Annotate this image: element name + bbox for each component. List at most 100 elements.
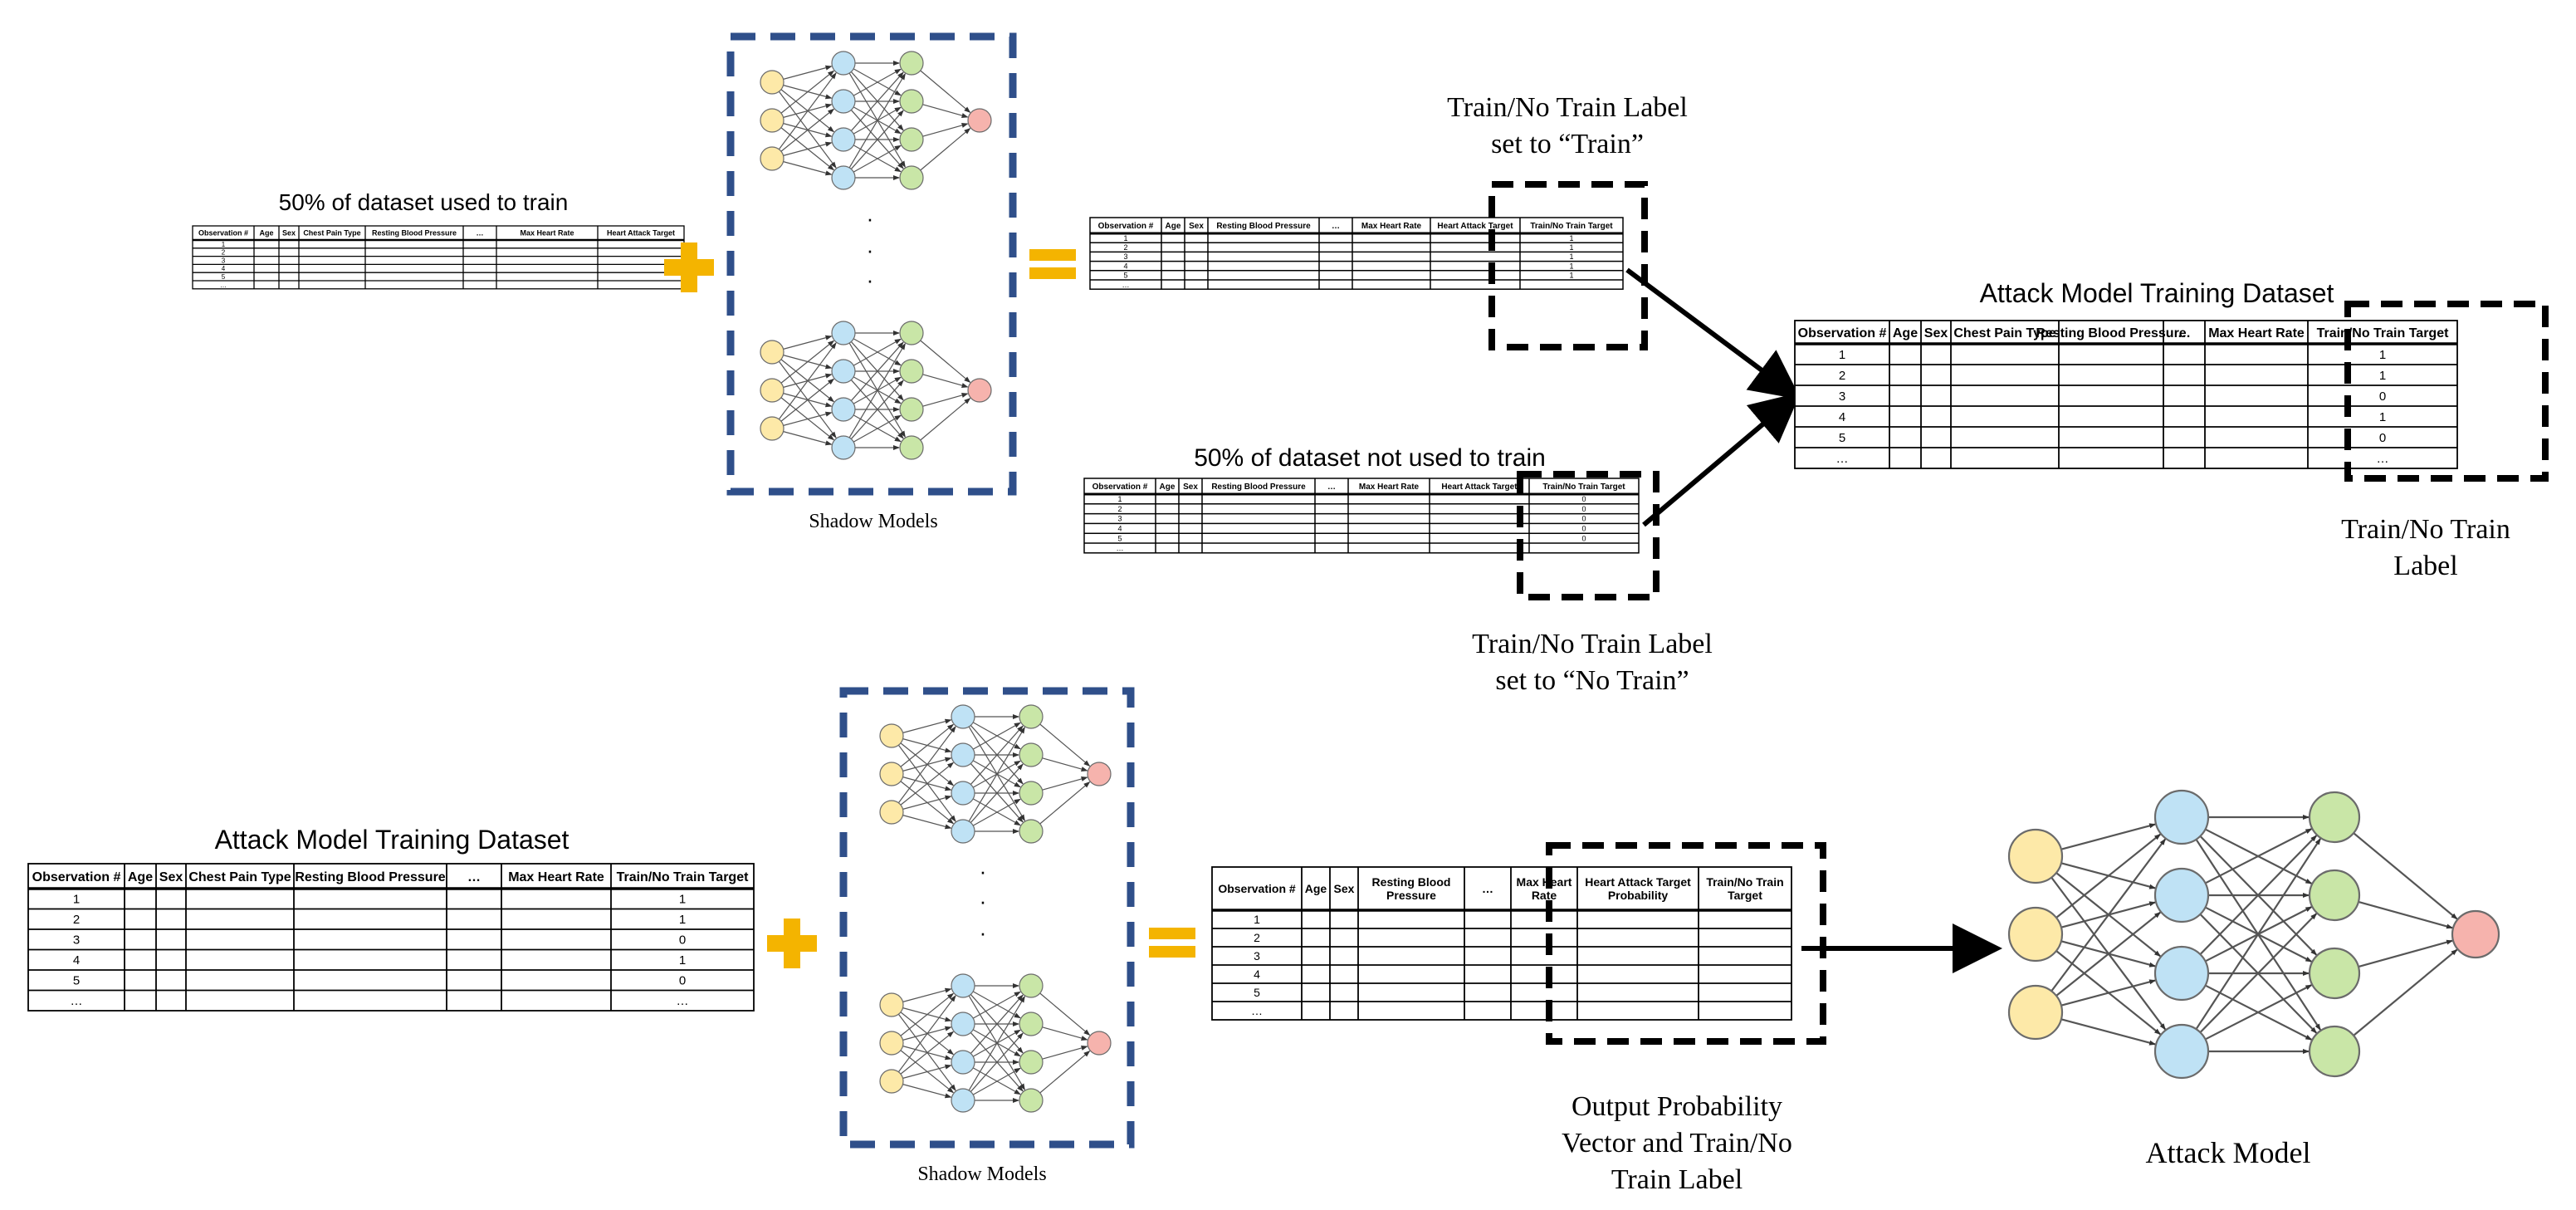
nn-connection (780, 108, 835, 152)
nn-connection (2055, 833, 2162, 919)
input-node (879, 762, 904, 786)
plus-bar-vertical (784, 919, 800, 968)
nn-connection (970, 725, 1024, 785)
output-node (967, 108, 992, 133)
notrain-split-caption: 50% of dataset not used to train (1194, 444, 1546, 472)
hidden-node (2308, 1025, 2361, 1078)
ellipsis-dot: · (867, 267, 874, 292)
shadow-models-box-top (726, 32, 1017, 496)
table-cell: 1 (679, 893, 686, 907)
table-header-cell: Heart Attack Target (1441, 483, 1518, 492)
nn-connection (1039, 1051, 1091, 1094)
hidden-node (831, 51, 856, 76)
table-header-cell: Sex (1334, 882, 1355, 895)
nn-connection (902, 718, 952, 733)
hidden-node (1019, 1050, 1044, 1075)
nn-connection (897, 995, 956, 1073)
nn-connection (900, 723, 955, 767)
hidden-node (899, 165, 924, 190)
hidden-node (899, 321, 924, 345)
input-node (760, 70, 785, 95)
plus-icon (767, 919, 817, 968)
equals-bar-top (1149, 928, 1195, 939)
table-cell: 0 (1581, 515, 1586, 523)
nn-connection (2204, 984, 2313, 1041)
table-cell: 5 (1839, 431, 1845, 445)
table-header-cell: Heart Attack Target (1437, 222, 1513, 231)
hidden-node (831, 165, 856, 190)
table-cell: 1 (1569, 252, 1573, 261)
table-cell: 1 (1569, 272, 1573, 280)
nn-connection (780, 70, 835, 114)
table-header-cell: … (1482, 882, 1493, 895)
shadow-models-label-bottom: Shadow Models (917, 1163, 1046, 1185)
table-header-cell: Observation # (1798, 326, 1887, 340)
input-node (2007, 984, 2064, 1041)
nn-connection (922, 123, 969, 137)
table-header-cell: Sex (159, 870, 183, 884)
table-cell: 1 (1569, 234, 1573, 242)
table-header-cell: Chest Pain Type (303, 229, 360, 238)
table-cell: 2 (1254, 931, 1260, 944)
table-cell: 2 (1839, 369, 1845, 383)
hidden-node (951, 1088, 975, 1113)
table-cell: 1 (73, 893, 80, 907)
table-header-cell: … (2178, 326, 2191, 340)
attack-label-highlight (2344, 301, 2549, 482)
table-header-cell: Observation # (32, 870, 121, 884)
hidden-node (951, 973, 975, 998)
nn-connection (2358, 939, 2454, 968)
table-header-cell: Observation # (1098, 222, 1154, 231)
hidden-node (1019, 704, 1044, 729)
nn-connection (850, 71, 904, 131)
output-label-highlight (1546, 842, 1826, 1045)
table-header-cell: Age (1893, 326, 1918, 340)
table-header-cell: Max Heart Rate (2208, 326, 2305, 340)
table-cell: 4 (1254, 968, 1260, 981)
hidden-node (951, 819, 975, 844)
table-header-cell: Age (259, 229, 273, 238)
table-header-cell: Max Heart Rate (508, 870, 604, 884)
shadow-network-bottom-1 (879, 704, 1112, 844)
table-cell: 1 (1569, 262, 1573, 270)
table-header-cell: Max Heart Rate (1359, 483, 1420, 492)
table-cell: 0 (1581, 495, 1586, 503)
nn-connection (783, 411, 833, 426)
nn-connection (970, 1032, 1024, 1092)
table-cell: 2 (222, 249, 226, 257)
nn-connection (972, 991, 1021, 1019)
hidden-node (951, 742, 975, 767)
input-node (2007, 906, 2064, 963)
nn-connection (2204, 828, 2313, 884)
nn-connection (2199, 835, 2318, 955)
plus-bar-vertical (681, 242, 697, 292)
table-header-cell: Sex (1183, 483, 1198, 492)
hidden-node (951, 1012, 975, 1036)
table-cell: … (2377, 452, 2389, 466)
table-cell: 0 (2379, 389, 2386, 404)
table-header-cell: … (467, 870, 481, 884)
table-header-cell: Rate (1532, 889, 1557, 902)
output-label-line3: Train Label (1611, 1164, 1743, 1195)
nn-connection (848, 73, 906, 169)
table-cell: 4 (1123, 262, 1127, 270)
table-cell: … (220, 282, 227, 289)
hidden-node (2153, 945, 2210, 1002)
table-cell: 1 (222, 241, 226, 248)
table-cell: 1 (2379, 348, 2386, 362)
equals-bar-top (1029, 249, 1076, 261)
equals-icon (1149, 928, 1195, 958)
hidden-node (831, 397, 856, 422)
nn-connection (853, 414, 902, 443)
hidden-node (831, 89, 856, 114)
table-header-cell: Chest Pain Type (1953, 326, 2055, 340)
table-cell: 3 (1123, 252, 1127, 261)
nn-connection (972, 1067, 1021, 1095)
right-label-line2: Label (2393, 551, 2457, 581)
nn-connection (900, 992, 955, 1036)
attack-dataset-caption-top: Attack Model Training Dataset (1980, 278, 2334, 308)
nn-connection (783, 65, 833, 80)
